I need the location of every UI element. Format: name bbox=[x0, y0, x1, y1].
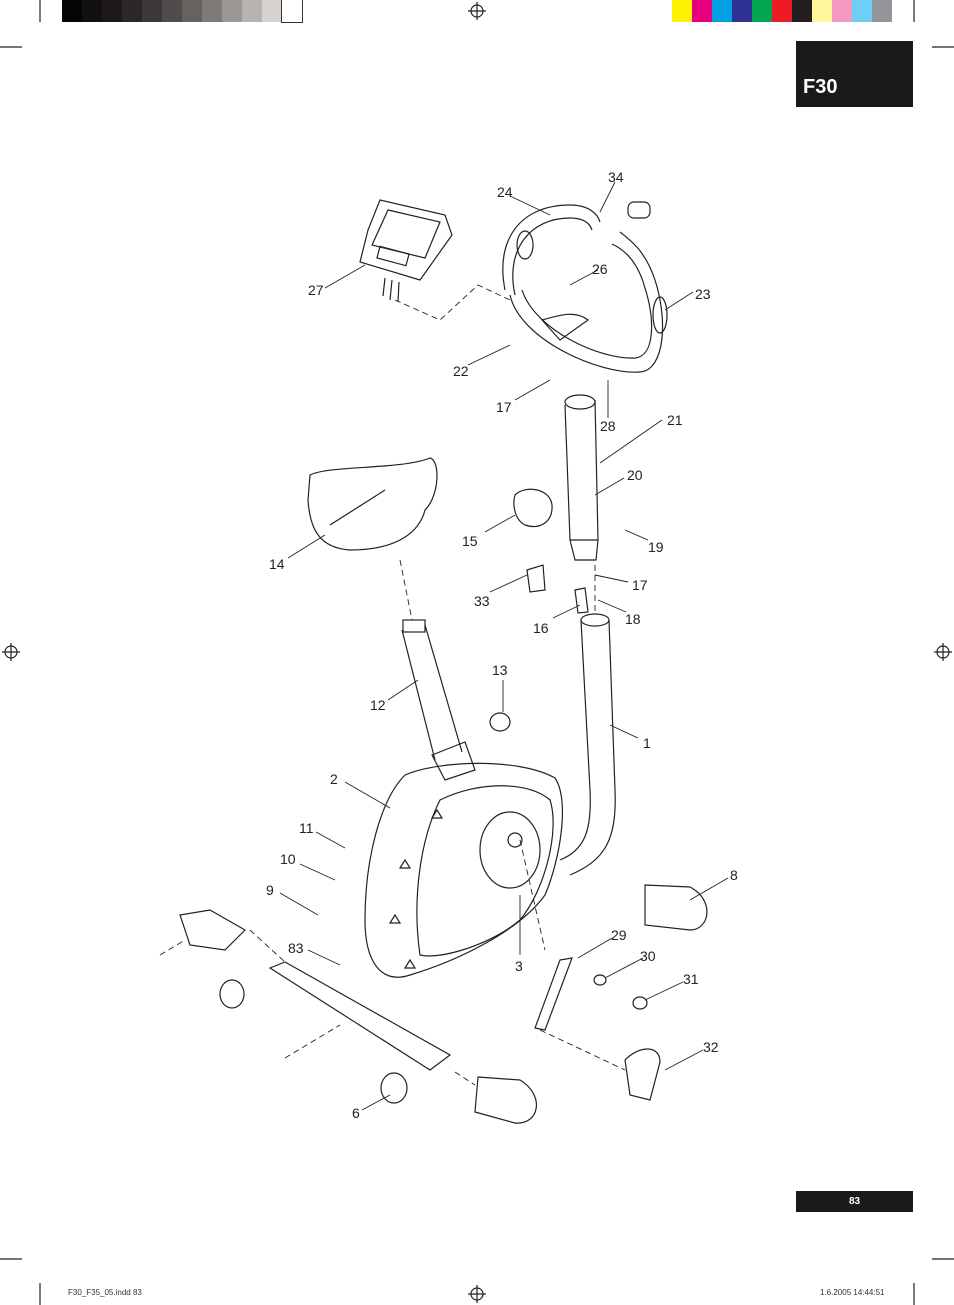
color-calibration-bar bbox=[672, 0, 892, 22]
part-label-21: 21 bbox=[667, 412, 683, 428]
part-label-22: 22 bbox=[453, 363, 469, 379]
saddle-part bbox=[307, 457, 438, 551]
part-label-20: 20 bbox=[627, 467, 643, 483]
part-number-labels: 1236891011121314151617171819202122232426… bbox=[266, 169, 738, 1121]
seat-post-part bbox=[401, 619, 476, 781]
crank-pedal-parts bbox=[534, 957, 661, 1101]
part-label-19: 19 bbox=[648, 539, 664, 555]
part-label-10: 10 bbox=[280, 851, 296, 867]
gray-swatch-7 bbox=[202, 0, 222, 22]
gray-swatch-9 bbox=[242, 0, 262, 22]
console-part bbox=[359, 199, 453, 303]
part-label-23: 23 bbox=[695, 286, 711, 302]
part-label-9: 9 bbox=[266, 882, 274, 898]
leader-lines bbox=[279, 181, 729, 1111]
part-label-11: 11 bbox=[299, 820, 314, 836]
registration-mark-top bbox=[468, 2, 486, 20]
color-swatch-3 bbox=[732, 0, 752, 22]
part-label-34: 34 bbox=[608, 169, 624, 185]
part-label-13: 13 bbox=[492, 662, 508, 678]
gray-swatch-4 bbox=[142, 0, 162, 22]
gray-swatch-11 bbox=[281, 0, 303, 23]
page-number-tab: 83 bbox=[796, 1191, 913, 1212]
assembly-dash-lines bbox=[159, 284, 626, 1086]
part-label-33: 33 bbox=[474, 593, 490, 609]
part-label-16: 16 bbox=[533, 620, 549, 636]
registration-mark-left bbox=[2, 643, 20, 661]
gray-swatch-10 bbox=[262, 0, 282, 22]
color-swatch-8 bbox=[832, 0, 852, 22]
part-label-15: 15 bbox=[462, 533, 478, 549]
part-label-3: 3 bbox=[515, 958, 523, 974]
gray-swatch-3 bbox=[122, 0, 142, 22]
part-label-24: 24 bbox=[497, 184, 513, 200]
gray-swatch-5 bbox=[162, 0, 182, 22]
upright-tube-part bbox=[559, 613, 616, 876]
gray-swatch-6 bbox=[182, 0, 202, 22]
part-label-2: 2 bbox=[330, 771, 338, 787]
part-label-6: 6 bbox=[352, 1105, 360, 1121]
part-label-32: 32 bbox=[703, 1039, 719, 1055]
color-swatch-7 bbox=[812, 0, 832, 22]
part-label-26: 26 bbox=[592, 261, 608, 277]
page-number: 83 bbox=[848, 1196, 861, 1207]
color-swatch-1 bbox=[692, 0, 712, 22]
part-label-28: 28 bbox=[600, 418, 616, 434]
gray-swatch-0 bbox=[62, 0, 82, 22]
color-swatch-4 bbox=[752, 0, 772, 22]
registration-mark-bottom bbox=[468, 1285, 486, 1303]
gray-swatch-1 bbox=[82, 0, 102, 22]
part-label-29: 29 bbox=[611, 927, 627, 943]
part-label-14: 14 bbox=[269, 556, 285, 572]
part-label-8: 8 bbox=[730, 867, 738, 883]
misc-small-parts bbox=[513, 313, 590, 614]
upper-post-part bbox=[564, 394, 599, 561]
knob-part bbox=[489, 712, 511, 732]
part-label-27: 27 bbox=[308, 282, 324, 298]
model-tab-label: F30 bbox=[803, 76, 838, 98]
color-swatch-6 bbox=[792, 0, 812, 22]
color-swatch-10 bbox=[872, 0, 892, 22]
part-label-1: 1 bbox=[643, 735, 651, 751]
part-label-31: 31 bbox=[683, 971, 699, 987]
stabilizer-parts bbox=[179, 884, 708, 1124]
color-swatch-0 bbox=[672, 0, 692, 22]
part-label-30: 30 bbox=[640, 948, 656, 964]
color-swatch-9 bbox=[852, 0, 872, 22]
color-swatch-2 bbox=[712, 0, 732, 22]
part-label-12: 12 bbox=[370, 697, 386, 713]
gray-swatch-2 bbox=[102, 0, 122, 22]
date-slug: 1.6.2005 14:44:51 bbox=[820, 1288, 885, 1297]
file-slug: F30_F35_05.indd 83 bbox=[68, 1288, 142, 1297]
handlebar-part bbox=[502, 201, 668, 373]
gray-swatch-8 bbox=[222, 0, 242, 22]
color-swatch-5 bbox=[772, 0, 792, 22]
model-tab: F30 bbox=[796, 41, 913, 107]
grayscale-calibration-bar bbox=[62, 0, 303, 23]
part-label-83: 83 bbox=[288, 940, 304, 956]
part-label-17b: 17 bbox=[632, 577, 648, 593]
part-label-17a: 17 bbox=[496, 399, 512, 415]
frame-housing-part bbox=[364, 762, 564, 978]
registration-mark-right bbox=[934, 643, 952, 661]
part-label-18: 18 bbox=[625, 611, 641, 627]
